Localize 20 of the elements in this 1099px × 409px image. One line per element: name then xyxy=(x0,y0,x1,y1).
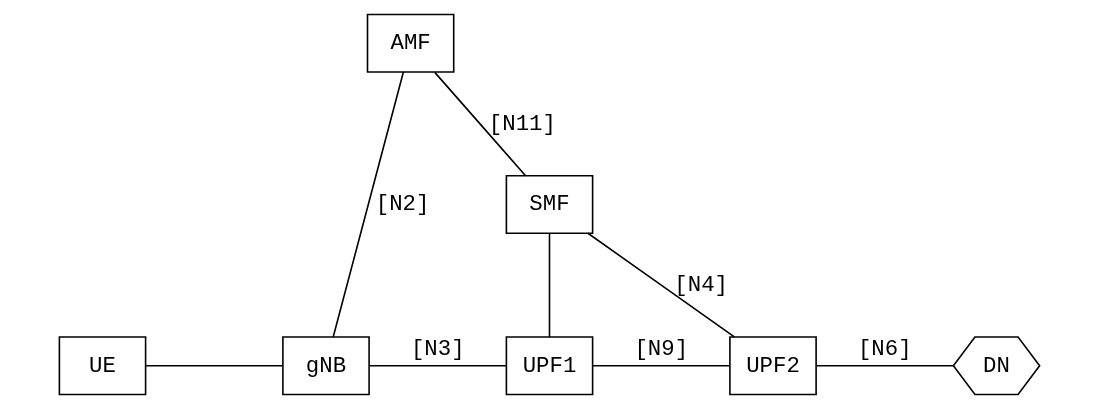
connector xyxy=(434,71,527,177)
node-box: UE xyxy=(58,336,147,396)
edge-label: [N3] xyxy=(410,335,465,362)
connector xyxy=(144,364,284,367)
edge-label: [N11] xyxy=(488,110,556,137)
edge-label: [N2] xyxy=(375,191,430,218)
connector xyxy=(815,364,954,367)
edge-label: [N4] xyxy=(674,272,728,299)
connector xyxy=(592,364,731,367)
edge-label: [N9] xyxy=(634,335,689,362)
connector xyxy=(332,71,405,338)
node-box: UPF1 xyxy=(505,336,594,396)
connector xyxy=(548,232,551,338)
node-box: UPF2 xyxy=(729,336,817,396)
node-box: SMF xyxy=(505,174,594,235)
connector xyxy=(368,364,507,367)
node-box: gNB xyxy=(282,336,370,396)
node-box: AMF xyxy=(366,13,455,73)
connector xyxy=(587,232,736,338)
edge-label: [N6] xyxy=(857,335,912,362)
